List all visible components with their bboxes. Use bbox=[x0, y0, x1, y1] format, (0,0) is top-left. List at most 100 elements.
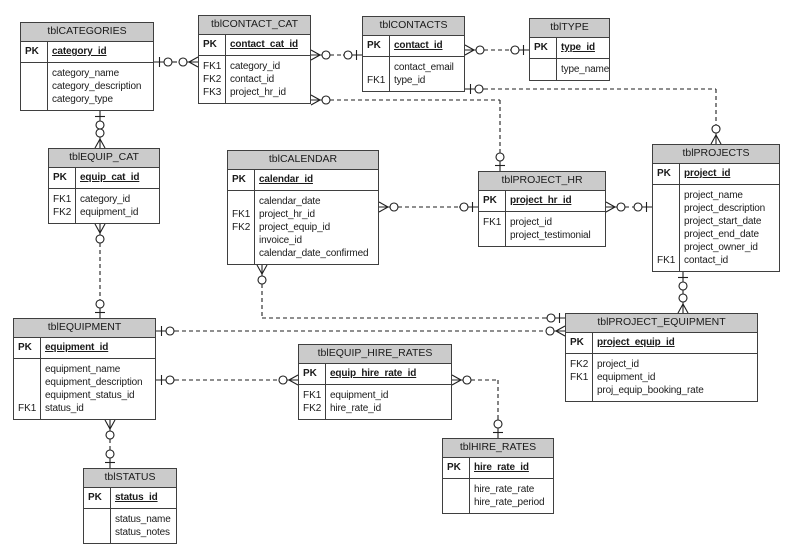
pk-row: PK equip_hire_rate_id bbox=[299, 364, 451, 385]
pk-field-name: project_id bbox=[684, 168, 731, 179]
fk-label bbox=[14, 389, 40, 402]
field-row: equipment_status_id bbox=[14, 389, 155, 402]
pk-key-label: PK bbox=[534, 42, 548, 53]
field-row: hire_rate_period bbox=[443, 496, 553, 509]
pk-row: PK category_id bbox=[21, 42, 153, 63]
pk-row: PK project_id bbox=[653, 164, 779, 185]
key-column-divider bbox=[325, 364, 326, 419]
table-title: tblEQUIP_CAT bbox=[49, 149, 159, 168]
field-name: equipment_id bbox=[80, 207, 139, 218]
field-name: category_id bbox=[80, 194, 131, 205]
field-row: calendar_date_confirmed bbox=[228, 247, 378, 260]
field-name: hire_rate_period bbox=[474, 497, 545, 508]
relationship-line[interactable] bbox=[156, 374, 299, 386]
field-row: project_start_date bbox=[653, 215, 779, 228]
table-categories[interactable]: tblCATEGORIES PK category_id category_na… bbox=[20, 22, 154, 111]
relationship-line[interactable] bbox=[465, 84, 722, 145]
fk-label bbox=[21, 67, 47, 80]
field-row: calendar_date bbox=[228, 195, 378, 208]
relationship-line[interactable] bbox=[451, 374, 503, 438]
table-project-equipment[interactable]: tblPROJECT_EQUIPMENT PK project_equip_id… bbox=[565, 313, 758, 402]
fk-label bbox=[84, 526, 110, 539]
table-title: tblCONTACTS bbox=[363, 17, 464, 36]
key-column-divider bbox=[556, 38, 557, 80]
key-column-divider bbox=[505, 191, 506, 246]
key-column-divider bbox=[75, 168, 76, 223]
relationship-line[interactable] bbox=[94, 223, 106, 318]
relationship-line[interactable] bbox=[310, 49, 362, 61]
table-title: tblTYPE bbox=[530, 19, 609, 38]
relationship-line[interactable] bbox=[104, 419, 116, 468]
field-name: equipment_id bbox=[597, 372, 656, 383]
pk-field-name: category_id bbox=[52, 46, 107, 57]
pk-field-name: status_id bbox=[115, 492, 158, 503]
field-list: type_name bbox=[530, 59, 609, 80]
field-row: contact_email bbox=[363, 61, 464, 74]
field-row: equipment_description bbox=[14, 376, 155, 389]
table-type[interactable]: tblTYPE PK type_id type_name bbox=[529, 18, 610, 81]
table-calendar[interactable]: tblCALENDAR PK calendar_id calendar_date… bbox=[227, 150, 379, 265]
field-name: category_name bbox=[52, 68, 119, 79]
key-column-divider bbox=[225, 35, 226, 103]
pk-field-name: project_equip_id bbox=[597, 337, 675, 348]
table-equip-hire-rates[interactable]: tblEQUIP_HIRE_RATES PK equip_hire_rate_i… bbox=[298, 344, 452, 420]
relationship-line[interactable] bbox=[156, 325, 566, 337]
pk-row: PK equip_cat_id bbox=[49, 168, 159, 189]
fk-label bbox=[566, 384, 592, 397]
field-row: project_end_date bbox=[653, 228, 779, 241]
pk-row: PK hire_rate_id bbox=[443, 458, 553, 479]
field-name: type_id bbox=[394, 75, 426, 86]
table-title: tblSTATUS bbox=[84, 469, 176, 488]
key-column-divider bbox=[47, 42, 48, 110]
pk-field-name: type_id bbox=[561, 42, 595, 53]
field-name: status_name bbox=[115, 514, 171, 525]
relationship-line[interactable] bbox=[677, 272, 689, 314]
relationship-line[interactable] bbox=[464, 44, 529, 56]
pk-row: PK type_id bbox=[530, 38, 609, 59]
table-equipment[interactable]: tblEQUIPMENT PK equipment_id equipment_n… bbox=[13, 318, 156, 420]
table-title: tblHIRE_RATES bbox=[443, 439, 553, 458]
field-name: project_hr_id bbox=[230, 87, 286, 98]
field-name: project_owner_id bbox=[684, 242, 758, 253]
field-row: FK2 equipment_id bbox=[49, 206, 159, 219]
relationship-line[interactable] bbox=[378, 201, 478, 213]
fk-label bbox=[21, 80, 47, 93]
pk-row: PK contact_id bbox=[363, 36, 464, 57]
relationship-line[interactable] bbox=[310, 94, 505, 171]
fk-label: FK1 bbox=[570, 372, 589, 383]
fk-label bbox=[653, 215, 679, 228]
fk-label: FK2 bbox=[203, 74, 222, 85]
field-name: invoice_id bbox=[259, 235, 302, 246]
relationship-line[interactable] bbox=[94, 111, 106, 149]
fk-label bbox=[14, 376, 40, 389]
field-name: equipment_description bbox=[45, 377, 143, 388]
field-row: FK1 equipment_id bbox=[566, 371, 757, 384]
field-row: project_owner_id bbox=[653, 241, 779, 254]
relationship-line[interactable] bbox=[605, 201, 652, 213]
fk-label bbox=[653, 202, 679, 215]
relationship-line[interactable] bbox=[256, 264, 565, 323]
field-row: project_testimonial bbox=[479, 229, 605, 242]
table-hire-rates[interactable]: tblHIRE_RATES PK hire_rate_id hire_rate_… bbox=[442, 438, 554, 514]
fk-label bbox=[443, 483, 469, 496]
field-row: project_description bbox=[653, 202, 779, 215]
fk-label: FK2 bbox=[53, 207, 72, 218]
relationship-line[interactable] bbox=[154, 56, 199, 68]
field-row: category_description bbox=[21, 80, 153, 93]
field-row: hire_rate_rate bbox=[443, 483, 553, 496]
